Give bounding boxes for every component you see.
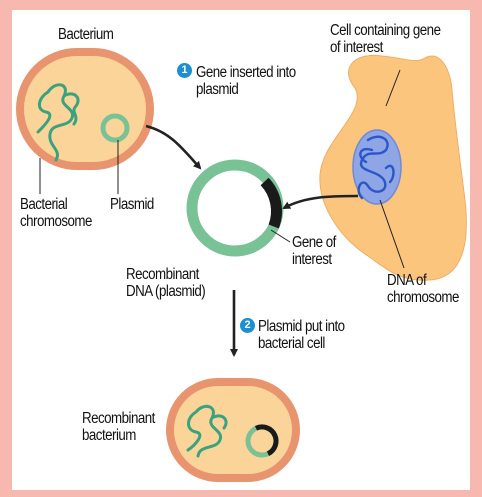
step-1-badge: 1	[177, 63, 192, 78]
label-cell-containing-gene: Cell containing gene of interest	[330, 22, 440, 56]
label-bc-line-2: chromosome	[20, 213, 92, 230]
label-doc-line-1: DNA of	[387, 272, 459, 289]
label-rb-line-2: bacterium	[82, 427, 155, 444]
step-1-line-2: plasmid	[196, 81, 296, 98]
label-plasmid: Plasmid	[110, 196, 154, 213]
label-goi-line-1: Gene of	[292, 234, 336, 251]
label-rdna-line-2: DNA (plasmid)	[126, 283, 205, 300]
label-plasmid-text: Plasmid	[110, 196, 154, 213]
label-rb-line-1: Recombinant	[82, 410, 155, 427]
label-recombinant-dna: Recombinant DNA (plasmid)	[126, 266, 205, 300]
label-dna-of-chromosome: DNA of chromosome	[387, 272, 459, 306]
label-goi-line-2: interest	[292, 251, 336, 268]
label-bacterium-text: Bacterium	[58, 26, 113, 43]
step-1-line-1: Gene inserted into	[196, 64, 296, 81]
step-2-line-1: Plasmid put into	[258, 318, 345, 335]
label-doc-line-2: chromosome	[387, 289, 459, 306]
label-rdna-line-1: Recombinant	[126, 266, 205, 283]
label-gene-of-interest: Gene of interest	[292, 234, 336, 268]
step-1-label: Gene inserted into plasmid	[196, 64, 296, 98]
step-2-line-2: bacterial cell	[258, 335, 345, 352]
step-2-badge: 2	[240, 318, 255, 333]
label-cell-line-2: of interest	[330, 39, 440, 56]
label-bacterium: Bacterium	[58, 26, 113, 43]
step-2-label: Plasmid put into bacterial cell	[258, 318, 345, 352]
label-bacterial-chromosome: Bacterial chromosome	[20, 196, 92, 230]
label-bc-line-1: Bacterial	[20, 196, 92, 213]
label-recombinant-bacterium: Recombinant bacterium	[82, 410, 155, 444]
label-cell-line-1: Cell containing gene	[330, 22, 440, 39]
